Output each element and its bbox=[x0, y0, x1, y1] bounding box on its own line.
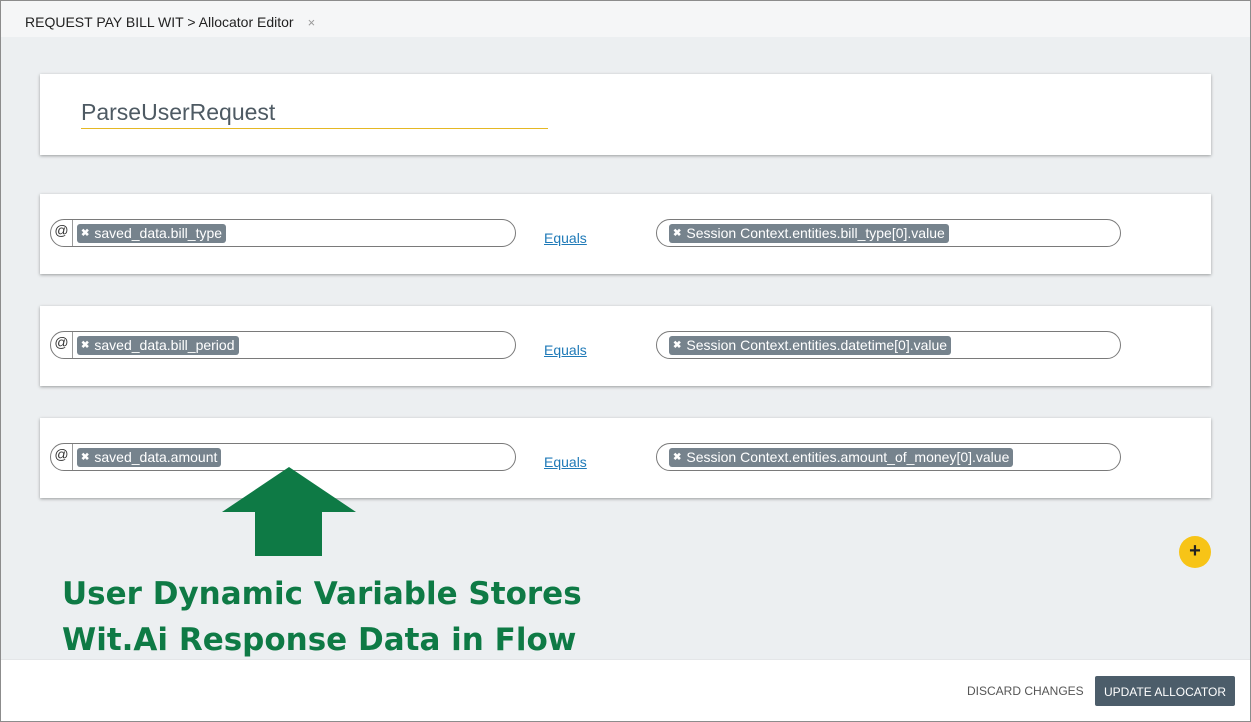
variable-tag-label: saved_data.bill_type bbox=[94, 225, 223, 241]
add-condition-button[interactable]: + bbox=[1179, 536, 1211, 568]
condition-row: @ ✖ saved_data.bill_period Equals ✖ Sess… bbox=[40, 306, 1211, 386]
operator-link[interactable]: Equals bbox=[544, 342, 587, 358]
condition-row: @ ✖ saved_data.amount Equals ✖ Session C… bbox=[40, 418, 1211, 498]
tab-title: REQUEST PAY BILL WIT > Allocator Editor bbox=[25, 14, 294, 30]
tab-allocator-editor[interactable]: REQUEST PAY BILL WIT > Allocator Editor … bbox=[25, 14, 315, 30]
variable-tag-label: saved_data.bill_period bbox=[94, 337, 235, 353]
variable-tag-label: Session Context.entities.datetime[0].val… bbox=[686, 337, 948, 353]
remove-tag-icon[interactable]: ✖ bbox=[81, 228, 90, 239]
close-icon[interactable]: × bbox=[307, 14, 316, 30]
condition-right-field[interactable]: ✖ Session Context.entities.amount_of_mon… bbox=[656, 443, 1121, 471]
variable-tag-label: Session Context.entities.bill_type[0].va… bbox=[686, 225, 945, 241]
annotation-line: Wit.Ai Response Data in Flow bbox=[62, 622, 577, 658]
allocator-name-card: ParseUserRequest bbox=[40, 74, 1211, 155]
up-arrow-icon bbox=[222, 467, 356, 556]
condition-right-field[interactable]: ✖ Session Context.entities.datetime[0].v… bbox=[656, 331, 1121, 359]
operator-link[interactable]: Equals bbox=[544, 230, 587, 246]
remove-tag-icon[interactable]: ✖ bbox=[673, 452, 682, 463]
variable-tag: ✖ saved_data.amount bbox=[77, 448, 222, 467]
remove-tag-icon[interactable]: ✖ bbox=[673, 340, 682, 351]
variable-tag: ✖ Session Context.entities.bill_type[0].… bbox=[669, 224, 949, 243]
condition-row: @ ✖ saved_data.bill_type Equals ✖ Sessio… bbox=[40, 194, 1211, 274]
variable-tag: ✖ Session Context.entities.datetime[0].v… bbox=[669, 336, 952, 355]
remove-tag-icon[interactable]: ✖ bbox=[81, 452, 90, 463]
variable-tag: ✖ saved_data.bill_period bbox=[77, 336, 239, 355]
remove-tag-icon[interactable]: ✖ bbox=[81, 340, 90, 351]
discard-changes-button[interactable]: DISCARD CHANGES bbox=[967, 684, 1084, 698]
at-icon[interactable]: @ bbox=[51, 220, 73, 246]
condition-left-field[interactable]: @ ✖ saved_data.bill_period bbox=[50, 331, 516, 359]
operator-link[interactable]: Equals bbox=[544, 454, 587, 470]
at-icon[interactable]: @ bbox=[51, 444, 73, 470]
update-allocator-button[interactable]: UPDATE ALLOCATOR bbox=[1095, 676, 1235, 706]
footer-bar: DISCARD CHANGES UPDATE ALLOCATOR bbox=[1, 659, 1250, 721]
variable-tag-label: Session Context.entities.amount_of_money… bbox=[686, 449, 1010, 465]
at-icon[interactable]: @ bbox=[51, 332, 73, 358]
condition-left-field[interactable]: @ ✖ saved_data.amount bbox=[50, 443, 516, 471]
tab-bar: REQUEST PAY BILL WIT > Allocator Editor … bbox=[1, 1, 1250, 37]
condition-left-field[interactable]: @ ✖ saved_data.bill_type bbox=[50, 219, 516, 247]
variable-tag-label: saved_data.amount bbox=[94, 449, 218, 465]
annotation-line: User Dynamic Variable Stores bbox=[62, 576, 582, 612]
remove-tag-icon[interactable]: ✖ bbox=[673, 228, 682, 239]
condition-right-field[interactable]: ✖ Session Context.entities.bill_type[0].… bbox=[656, 219, 1121, 247]
annotation-caption: User Dynamic Variable Stores Wit.Ai Resp… bbox=[62, 571, 582, 663]
variable-tag: ✖ saved_data.bill_type bbox=[77, 224, 227, 243]
allocator-name-input[interactable]: ParseUserRequest bbox=[81, 99, 548, 129]
variable-tag: ✖ Session Context.entities.amount_of_mon… bbox=[669, 448, 1014, 467]
